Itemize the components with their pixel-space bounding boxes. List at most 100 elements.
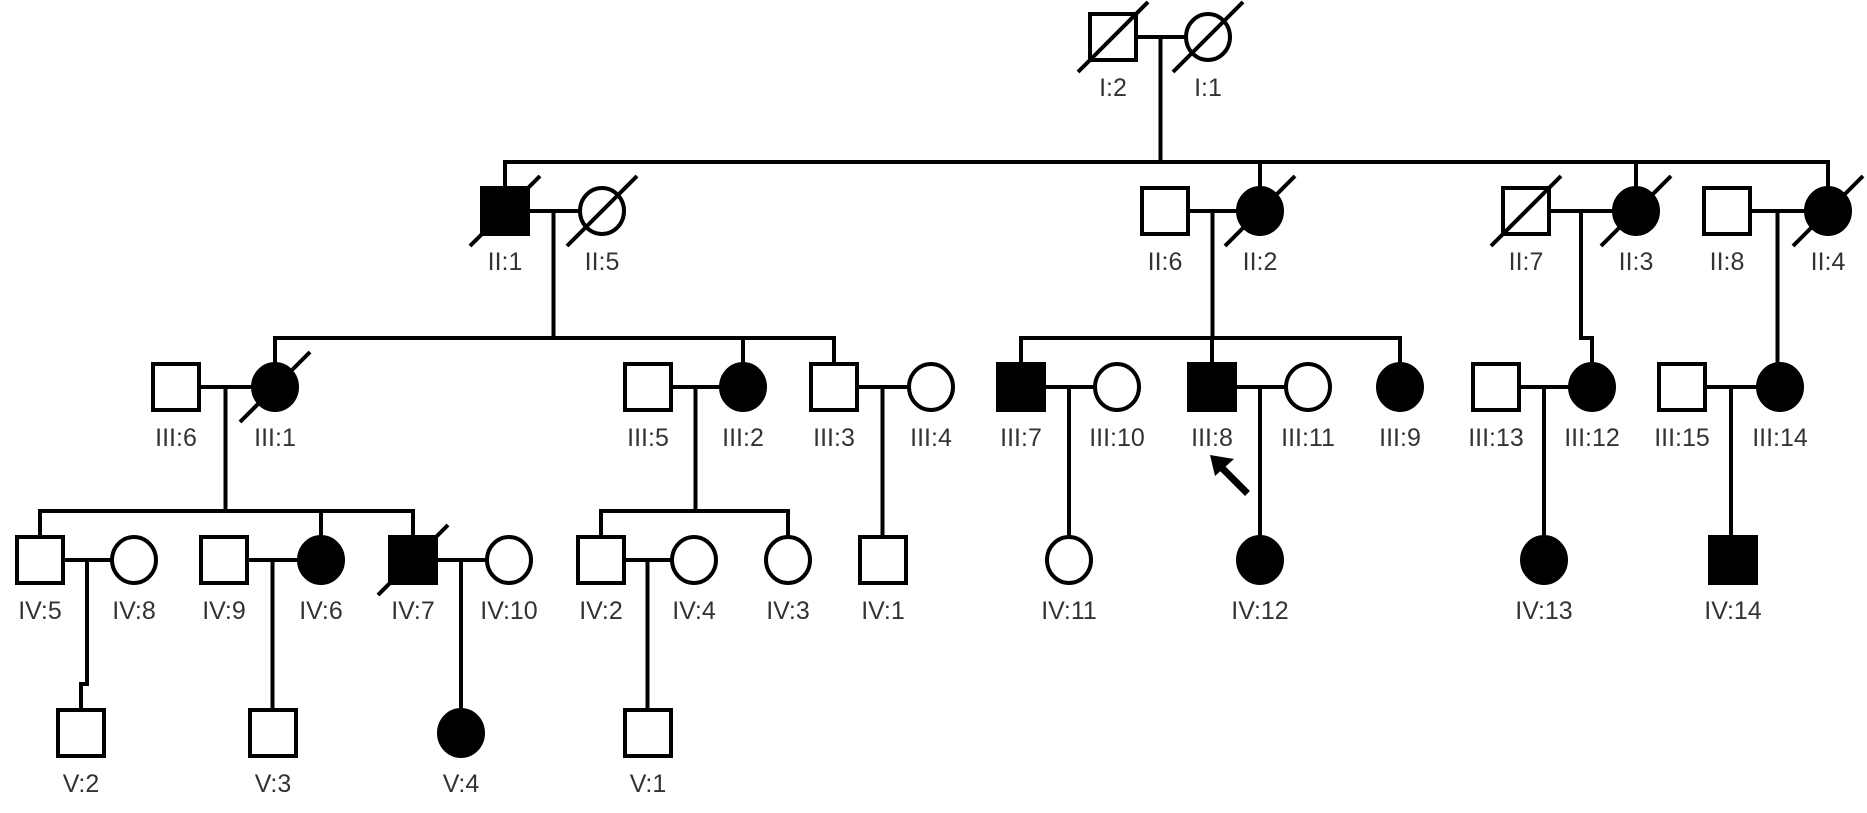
individual-iii-12: III:12 bbox=[1564, 362, 1620, 452]
individual-v-1: V:1 bbox=[623, 708, 673, 798]
couple-lines bbox=[1233, 385, 1287, 539]
unaffected-female-circle-icon bbox=[670, 535, 718, 585]
individual-label: V:4 bbox=[443, 770, 480, 798]
couple-lines bbox=[1042, 385, 1096, 539]
unaffected-male-square-icon bbox=[199, 535, 249, 585]
deceased-slash-icon bbox=[1791, 174, 1865, 248]
unaffected-female-circle-icon bbox=[485, 535, 533, 585]
individual-label: IV:13 bbox=[1515, 597, 1572, 625]
individual-iii-1: III:1 bbox=[238, 350, 312, 452]
affected-female-circle-icon bbox=[719, 362, 767, 412]
individual-label: III:6 bbox=[155, 424, 197, 452]
deceased-slash-icon bbox=[468, 174, 542, 248]
individual-iv-2: IV:2 bbox=[576, 535, 626, 625]
individual-ii-7: II:7 bbox=[1489, 174, 1563, 276]
individual-label: IV:7 bbox=[391, 597, 435, 625]
couple-lines bbox=[434, 558, 488, 712]
individual-label: III:15 bbox=[1654, 424, 1710, 452]
unaffected-male-square-icon bbox=[15, 535, 65, 585]
individual-v-2: V:2 bbox=[56, 708, 106, 798]
affected-female-circle-icon bbox=[1376, 362, 1424, 412]
individual-i-2: I:2 bbox=[1076, 0, 1150, 102]
individual-label: I:2 bbox=[1099, 74, 1127, 102]
couple-lines bbox=[38, 385, 415, 539]
individual-label: II:5 bbox=[585, 248, 620, 276]
couple-lines bbox=[599, 385, 790, 539]
affected-female-circle-icon bbox=[297, 535, 345, 585]
deceased-slash-icon bbox=[565, 174, 639, 248]
individual-ii-8: II:8 bbox=[1702, 186, 1752, 276]
individual-iii-11: III:11 bbox=[1281, 362, 1335, 452]
proband-arrow-icon bbox=[1210, 455, 1250, 496]
individual-iii-10: III:10 bbox=[1089, 362, 1145, 452]
individual-label: IV:8 bbox=[112, 597, 156, 625]
unaffected-male-square-icon bbox=[1140, 186, 1190, 236]
couple-lines bbox=[503, 35, 1830, 190]
individual-label: II:7 bbox=[1509, 248, 1544, 276]
individual-iv-6: IV:6 bbox=[297, 535, 345, 625]
individual-iv-11: IV:11 bbox=[1041, 535, 1097, 625]
couple-lines bbox=[622, 558, 673, 712]
individual-ii-3: II:3 bbox=[1599, 174, 1673, 276]
individual-label: II:6 bbox=[1148, 248, 1183, 276]
individual-iv-5: IV:5 bbox=[15, 535, 65, 625]
individual-label: IV:1 bbox=[861, 597, 905, 625]
individual-ii-6: II:6 bbox=[1140, 186, 1190, 276]
pedigree-lines bbox=[38, 35, 1830, 712]
individual-label: III:5 bbox=[627, 424, 669, 452]
unaffected-female-circle-icon bbox=[907, 362, 955, 412]
individual-label: III:4 bbox=[910, 424, 952, 452]
individual-label: III:10 bbox=[1089, 424, 1145, 452]
individual-label: II:8 bbox=[1710, 248, 1745, 276]
couple-lines bbox=[1019, 209, 1402, 366]
individual-iii-7: III:7 bbox=[996, 362, 1046, 452]
individual-ii-4: II:4 bbox=[1791, 174, 1865, 276]
deceased-slash-icon bbox=[1223, 174, 1297, 248]
individual-iv-13: IV:13 bbox=[1515, 535, 1573, 625]
unaffected-male-square-icon bbox=[623, 708, 673, 758]
individual-v-4: V:4 bbox=[437, 708, 485, 798]
individual-label: II:1 bbox=[488, 248, 523, 276]
unaffected-female-circle-icon bbox=[1093, 362, 1141, 412]
individual-i-1: I:1 bbox=[1171, 0, 1245, 102]
individual-iv-12: IV:12 bbox=[1231, 535, 1289, 625]
individual-v-3: V:3 bbox=[248, 708, 298, 798]
couple-lines bbox=[245, 558, 300, 712]
unaffected-female-circle-icon bbox=[1284, 362, 1332, 412]
individual-iv-8: IV:8 bbox=[110, 535, 158, 625]
deceased-slash-icon bbox=[1076, 0, 1150, 74]
unaffected-male-square-icon bbox=[248, 708, 298, 758]
individual-label: III:1 bbox=[254, 424, 296, 452]
individual-label: IV:11 bbox=[1041, 597, 1097, 625]
unaffected-male-square-icon bbox=[1657, 362, 1707, 412]
individual-label: III:11 bbox=[1281, 424, 1335, 452]
couple-lines bbox=[61, 558, 113, 712]
individual-label: V:2 bbox=[63, 770, 100, 798]
individual-iv-14: IV:14 bbox=[1704, 535, 1762, 625]
unaffected-male-square-icon bbox=[56, 708, 106, 758]
individual-label: II:2 bbox=[1243, 248, 1278, 276]
individual-iii-3: III:3 bbox=[809, 362, 859, 452]
unaffected-male-square-icon bbox=[623, 362, 673, 412]
individual-iv-10: IV:10 bbox=[480, 535, 538, 625]
affected-female-circle-icon bbox=[1568, 362, 1616, 412]
individual-label: III:8 bbox=[1191, 424, 1233, 452]
deceased-slash-icon bbox=[1599, 174, 1673, 248]
couple-lines bbox=[1703, 385, 1759, 539]
affected-male-square-icon bbox=[996, 362, 1046, 412]
unaffected-female-circle-icon bbox=[110, 535, 158, 585]
individual-iii-5: III:5 bbox=[623, 362, 673, 452]
individual-label: III:3 bbox=[813, 424, 855, 452]
individual-label: V:1 bbox=[630, 770, 667, 798]
deceased-slash-icon bbox=[1489, 174, 1563, 248]
couple-lines bbox=[1517, 385, 1571, 539]
individual-label: IV:6 bbox=[299, 597, 343, 625]
individual-label: IV:12 bbox=[1231, 597, 1288, 625]
affected-male-square-icon bbox=[1708, 535, 1758, 585]
individual-label: IV:4 bbox=[672, 597, 716, 625]
individual-iv-7: IV:7 bbox=[376, 523, 450, 625]
couple-lines bbox=[1547, 209, 1615, 366]
individual-iii-6: III:6 bbox=[151, 362, 201, 452]
